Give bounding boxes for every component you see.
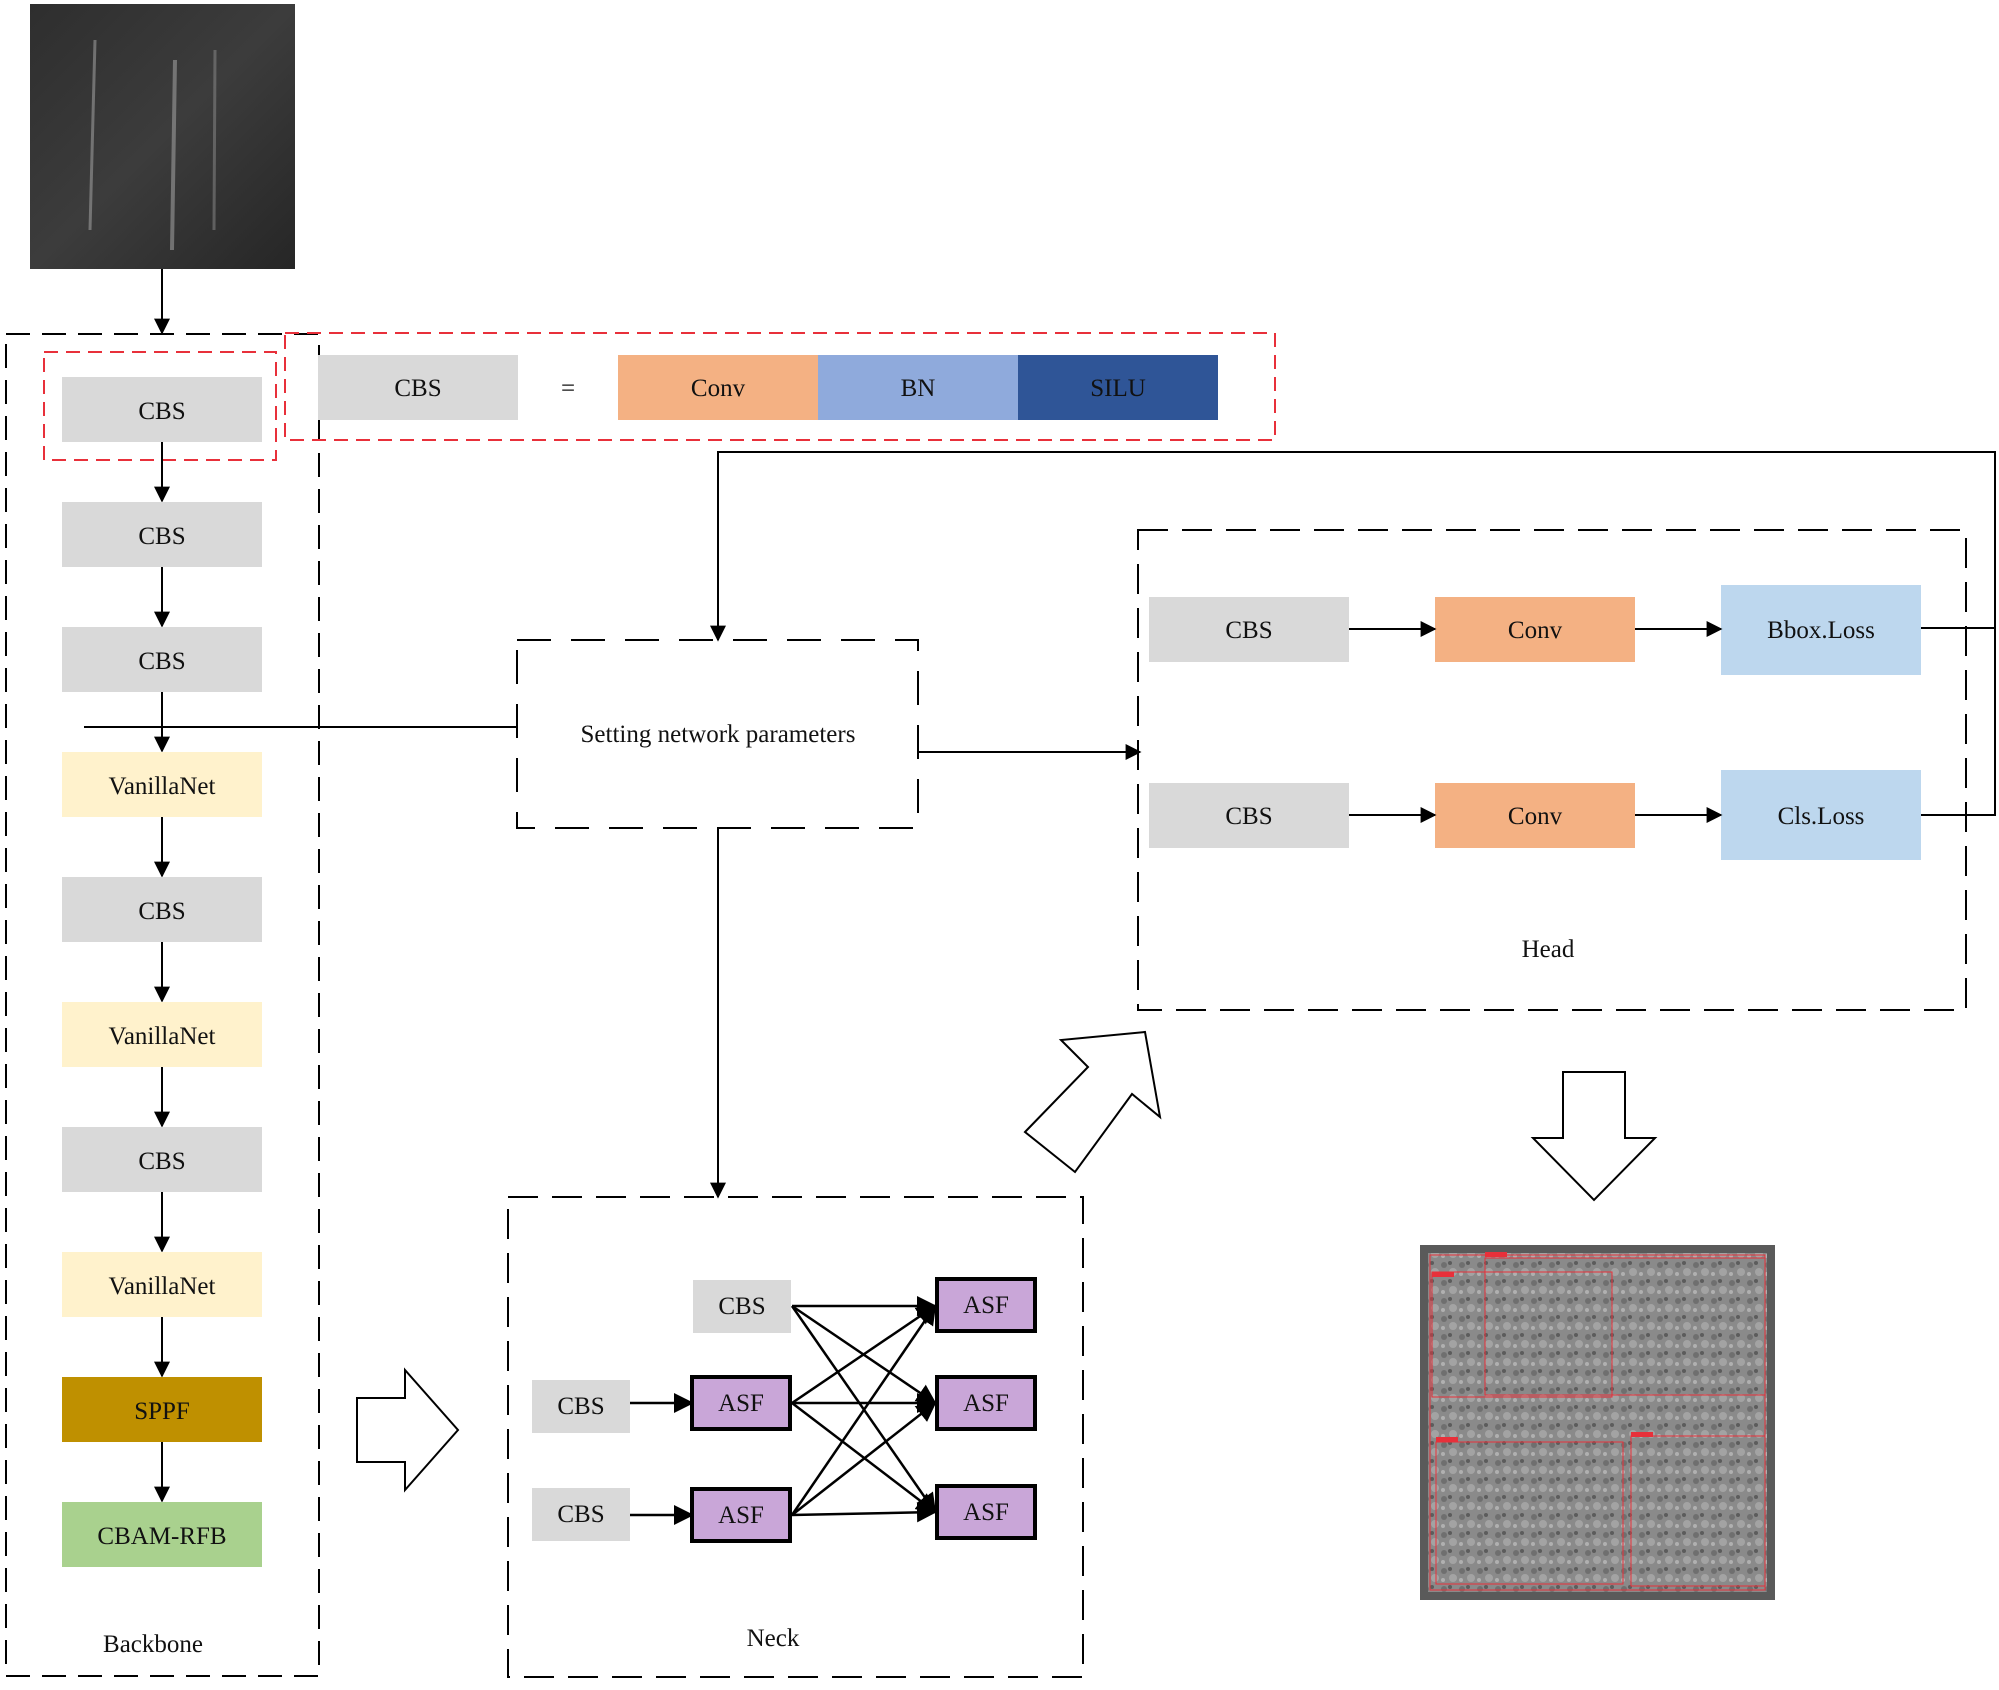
backbone-label: Backbone xyxy=(103,1631,203,1658)
head-label: Head xyxy=(1522,936,1575,963)
neck-cbs-top-label: CBS xyxy=(718,1293,765,1320)
neck-asf-mid xyxy=(690,1375,792,1431)
legend-bn-block xyxy=(818,355,1018,420)
neck-asf-out-1 xyxy=(935,1277,1037,1333)
backbone-block-4-label: CBS xyxy=(138,898,185,925)
backbone-block-6-label: CBS xyxy=(138,1148,185,1175)
neck-cbs-mid xyxy=(532,1380,630,1433)
cbs-legend-frame xyxy=(284,332,1276,441)
backbone-block-2-label: CBS xyxy=(138,648,185,675)
backbone-block-9-label: CBAM-RFB xyxy=(97,1523,226,1550)
backbone-block-4 xyxy=(62,877,262,942)
backbone-block-0-label: CBS xyxy=(138,398,185,425)
head-frame xyxy=(1137,529,1967,1011)
neck-asf-out-2 xyxy=(935,1375,1037,1431)
head-cbs-1 xyxy=(1149,597,1349,662)
neck-frame xyxy=(507,1196,1084,1678)
backbone-block-1 xyxy=(62,502,262,567)
backbone-block-8-label: SPPF xyxy=(134,1398,190,1425)
neck-asf-out-3 xyxy=(935,1484,1037,1540)
neck-asf-mid-label: ASF xyxy=(718,1390,764,1417)
input-image xyxy=(30,4,295,269)
neck-asf-out-3-label: ASF xyxy=(963,1499,1009,1526)
neck-asf-bot-label: ASF xyxy=(718,1502,764,1529)
feedback-line xyxy=(710,451,1996,642)
head-cbs-2 xyxy=(1149,783,1349,848)
neck-asf-bot xyxy=(690,1487,792,1543)
neck-cbs-top xyxy=(693,1280,791,1333)
legend-cbs-block xyxy=(318,355,518,420)
head-cbs-2-label: CBS xyxy=(1225,803,1272,830)
legend-silu-label: SILU xyxy=(1090,375,1146,402)
params-label: Setting network parameters xyxy=(581,721,856,748)
legend-silu-block xyxy=(1018,355,1218,420)
backbone-block-3-label: VanillaNet xyxy=(109,773,216,800)
backbone-block-9 xyxy=(62,1502,262,1567)
head-to-output-block-arrow xyxy=(1530,1071,1658,1202)
backbone-to-neck-block-arrow xyxy=(356,1367,460,1493)
neck-cbs-bot-label: CBS xyxy=(557,1501,604,1528)
feedback-line-cls xyxy=(1920,628,1996,816)
backbone-blocks: CBSCBSCBSVanillaNetCBSVanillaNetCBSVanil… xyxy=(62,377,262,1567)
legend-bn-label: BN xyxy=(901,375,936,402)
neck-cbs-mid-label: CBS xyxy=(557,1393,604,1420)
head-cbs-1-label: CBS xyxy=(1225,617,1272,644)
legend-equals: = xyxy=(561,375,575,402)
backbone-block-7 xyxy=(62,1252,262,1317)
legend-conv-label: Conv xyxy=(691,375,746,402)
backbone-block-5 xyxy=(62,1002,262,1067)
backbone-block-3 xyxy=(62,752,262,817)
head-cls-loss xyxy=(1721,770,1921,860)
head-cls-loss-label: Cls.Loss xyxy=(1778,803,1865,830)
neck-label: Neck xyxy=(747,1625,800,1652)
backbone-frame xyxy=(5,333,320,1677)
backbone-block-0 xyxy=(62,377,262,442)
head-conv-1 xyxy=(1435,597,1635,662)
neck-to-head-block-arrow xyxy=(1023,1030,1162,1174)
neck-asf-out-2-label: ASF xyxy=(963,1390,1009,1417)
head-conv-2 xyxy=(1435,783,1635,848)
backbone-block-1-label: CBS xyxy=(138,523,185,550)
backbone-cbs-highlight xyxy=(43,351,277,461)
legend-conv-block xyxy=(618,355,818,420)
neck-asf-out-1-label: ASF xyxy=(963,1292,1009,1319)
neck-cbs-bot xyxy=(532,1488,630,1541)
backbone-block-5-label: VanillaNet xyxy=(109,1023,216,1050)
output-detection-image xyxy=(1420,1245,1775,1600)
head-bbox-loss-label: Bbox.Loss xyxy=(1767,617,1875,644)
backbone-block-2 xyxy=(62,627,262,692)
head-bbox-loss xyxy=(1721,585,1921,675)
legend-cbs-label: CBS xyxy=(394,375,441,402)
neck-connections xyxy=(630,1296,937,1525)
head-conv-1-label: Conv xyxy=(1508,617,1563,644)
head-conv-2-label: Conv xyxy=(1508,803,1563,830)
backbone-block-8 xyxy=(62,1377,262,1442)
backbone-block-6 xyxy=(62,1127,262,1192)
backbone-block-7-label: VanillaNet xyxy=(109,1273,216,1300)
